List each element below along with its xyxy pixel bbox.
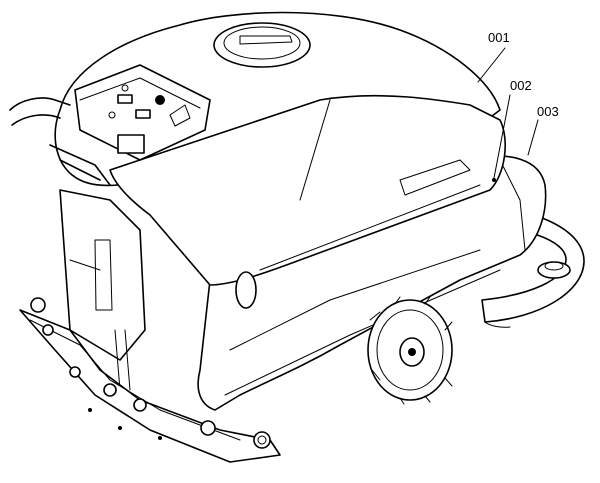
brush-deck (469, 204, 585, 328)
callout-001: 001 (488, 30, 510, 45)
callout-leaders (477, 47, 539, 179)
callout-002: 002 (510, 78, 532, 93)
squeegee (19, 297, 281, 463)
callout-003: 003 (537, 104, 559, 119)
leader-002 (493, 94, 511, 179)
control-panel (74, 64, 211, 161)
leader-001 (477, 47, 506, 83)
rear-wheel (367, 296, 453, 405)
leader-003 (527, 119, 539, 156)
handle (9, 97, 111, 186)
